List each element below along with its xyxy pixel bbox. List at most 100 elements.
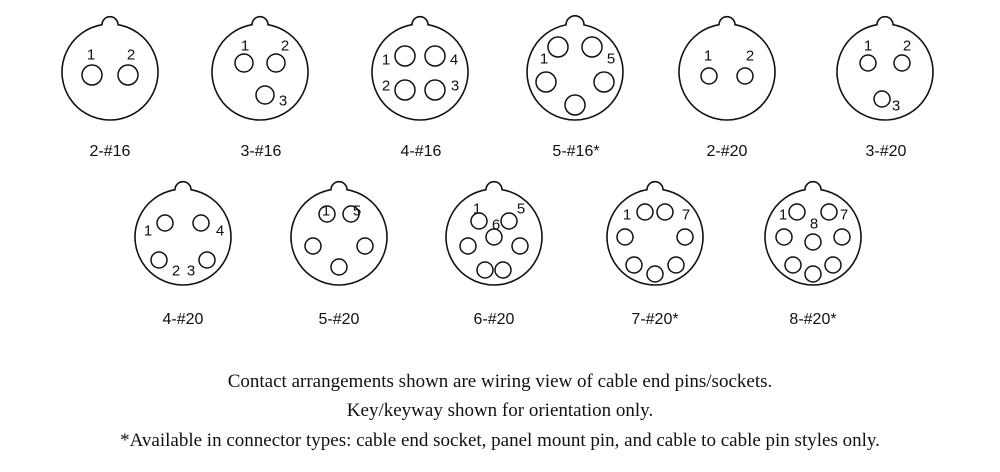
pin-contact: [820, 203, 838, 221]
pin-contact: [736, 67, 754, 85]
pin-number: 3: [451, 78, 459, 95]
connector-label-2-20: 2-#20: [706, 143, 748, 160]
pin-contact: [646, 265, 664, 283]
pin-contact: [625, 256, 643, 274]
pin-contact: [424, 45, 446, 67]
pin-contact: [266, 53, 286, 73]
connector-6-20: 1 56: [445, 180, 543, 286]
pin-number: 5: [517, 201, 525, 218]
pin-contact: [676, 228, 694, 246]
pin-contact: [342, 205, 360, 223]
pin-contact: [788, 203, 806, 221]
pin-number: 2: [746, 48, 754, 65]
pin-contact: [192, 214, 210, 232]
pin-number: 4: [216, 223, 224, 240]
pin-number: 1: [864, 38, 872, 55]
connector-4-16: 1 4 2 3: [371, 15, 469, 121]
pin-contact: [700, 67, 718, 85]
connector-label-3-20: 3-#20: [865, 143, 907, 160]
pin-number: 4: [450, 52, 458, 69]
pin-contact: [804, 233, 822, 251]
pin-contact: [667, 256, 685, 274]
pin-number: 8: [810, 216, 818, 233]
pin-contact: [784, 256, 802, 274]
pin-contact: [656, 203, 674, 221]
connector-outline: [526, 15, 624, 121]
connector-outline: [606, 180, 704, 286]
connector-label-5-16: 5-#16*: [552, 143, 600, 160]
connector-outline: [371, 15, 469, 121]
pin-contact: [470, 212, 488, 230]
connector-label-4-16: 4-#16: [400, 143, 442, 160]
pin-contact: [616, 228, 634, 246]
connector-label-5-20: 5-#20: [318, 311, 360, 328]
pin-contact: [318, 205, 336, 223]
pin-contact: [564, 94, 586, 116]
note-wiring-view: Contact arrangements shown are wiring vi…: [227, 371, 773, 392]
connector-outline: [836, 15, 934, 121]
pin-contact: [636, 203, 654, 221]
pin-contact: [824, 256, 842, 274]
connector-label-7-20: 7-#20*: [631, 311, 679, 328]
connector-label-6-20: 6-#20: [473, 311, 515, 328]
connector-outline: [61, 15, 159, 121]
pin-number: 1: [322, 203, 330, 220]
pin-contact: [234, 53, 254, 73]
pin-number: 1: [623, 207, 631, 224]
pin-number: 1: [144, 223, 152, 240]
pin-contact: [459, 237, 477, 255]
pin-contact: [859, 54, 877, 72]
pin-number: 2: [903, 38, 911, 55]
pin-contact: [394, 45, 416, 67]
pin-contact: [804, 265, 822, 283]
note-key-keyway: Key/keyway shown for orientation only.: [346, 400, 654, 421]
pin-number: 3: [279, 93, 287, 110]
pin-contact: [873, 90, 891, 108]
connector-outline: [445, 180, 543, 286]
pin-number: 7: [682, 207, 690, 224]
pin-number: 2: [382, 78, 390, 95]
pin-contact: [485, 228, 503, 246]
pin-contact: [581, 36, 603, 58]
pin-number: 1: [87, 47, 95, 64]
pin-number: 2: [127, 47, 135, 64]
pin-number: 1: [779, 207, 787, 224]
connector-outline: [290, 180, 388, 286]
connector-label-3-16: 3-#16: [240, 143, 282, 160]
note-availability: *Available in connector types: cable end…: [120, 430, 880, 451]
pin-contact: [500, 212, 518, 230]
connector-outline: [211, 15, 309, 121]
pin-number: 1: [704, 48, 712, 65]
pin-number: 1: [540, 51, 548, 68]
pin-number: 1: [382, 52, 390, 69]
pin-contact: [330, 258, 348, 276]
pin-contact: [117, 64, 139, 86]
connector-outline: [134, 180, 232, 286]
connector-outline: [678, 15, 776, 121]
pin-number: 1: [473, 201, 481, 218]
pin-number: 2: [172, 263, 180, 280]
pin-contact: [156, 214, 174, 232]
pin-contact: [424, 79, 446, 101]
connector-label-4-20: 4-#20: [162, 311, 204, 328]
pin-number: 6: [492, 217, 500, 234]
pin-number: 5: [607, 51, 615, 68]
connector-8-20: 187: [764, 180, 862, 286]
pin-contact: [304, 237, 322, 255]
pin-contact: [494, 261, 512, 279]
connector-outline: [764, 180, 862, 286]
pin-number: 3: [892, 98, 900, 115]
pin-contact: [81, 64, 103, 86]
pin-number: 2: [281, 38, 289, 55]
pin-contact: [775, 228, 793, 246]
pin-contact: [535, 71, 557, 93]
connector-label-2-16: 2-#16: [89, 143, 131, 160]
